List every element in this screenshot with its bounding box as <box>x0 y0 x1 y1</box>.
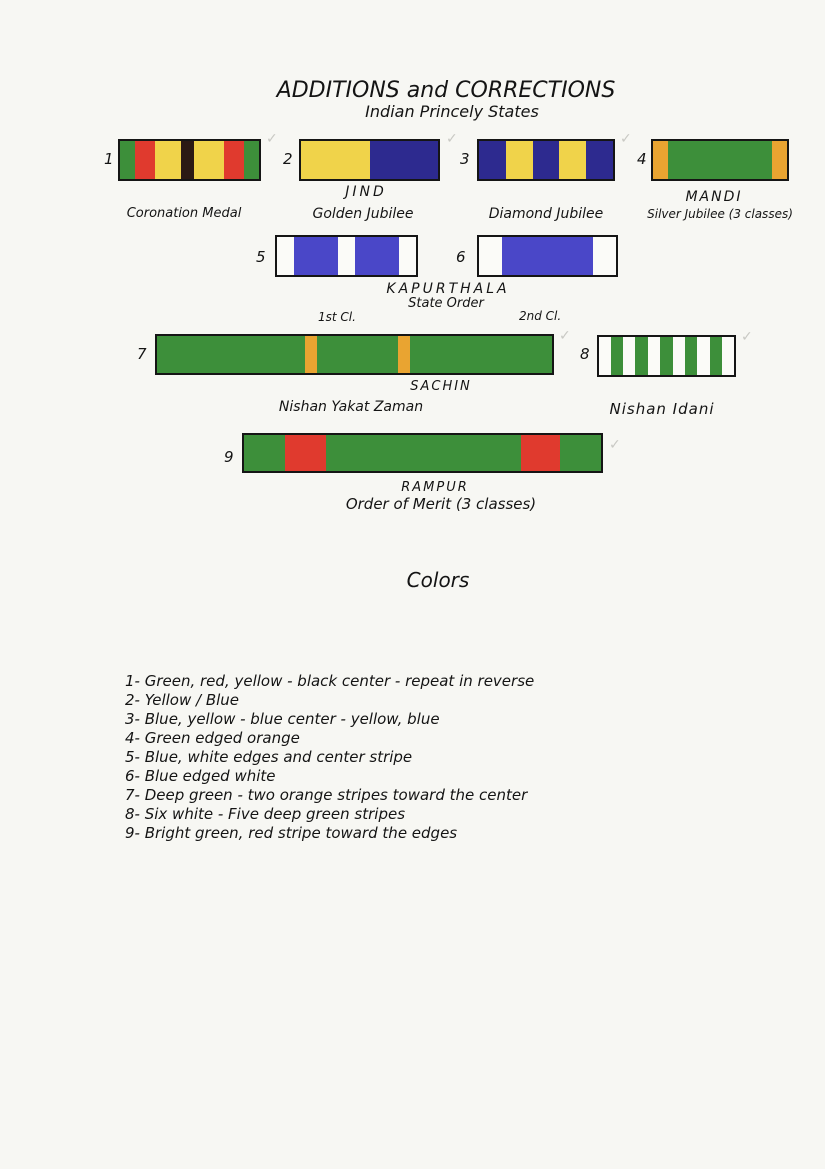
ribbon-stripe-green <box>659 337 674 375</box>
ribbon-stripe-white <box>721 337 734 375</box>
ribbon-number-8: 8 <box>580 345 590 363</box>
ribbon-6 <box>477 235 618 277</box>
ribbon-number-9: 9 <box>224 448 234 466</box>
color-note-4: 4- Green edged orange <box>125 729 300 747</box>
ribbon-stripe-white <box>673 337 686 375</box>
ribbon-stripe-blue <box>354 237 400 275</box>
color-note-1: 1- Green, red, yellow - black center - r… <box>125 672 535 690</box>
check-mark-icon: ✓ <box>446 131 458 147</box>
colors-heading: Colors <box>406 568 470 592</box>
ribbon-stripe-green <box>635 337 648 375</box>
ribbon-stripe-green <box>667 141 773 179</box>
class-label-second: 2nd Cl. <box>519 309 562 323</box>
ribbon-stripe-navy <box>479 141 506 179</box>
ribbon-stripe-green <box>120 141 136 179</box>
ribbon-stripe-green <box>685 337 698 375</box>
check-mark-icon: ✓ <box>620 131 632 147</box>
ribbon-caption-1: Coronation Medal <box>126 206 242 221</box>
class-label-first: 1st Cl. <box>318 310 356 324</box>
ribbon-stripe-yellow <box>559 141 587 179</box>
color-notes-list: 1- Green, red, yellow - black center - r… <box>125 672 534 843</box>
ribbon-stripe-yellow <box>193 141 225 179</box>
ribbon-stripe-green <box>316 336 398 373</box>
state-label-jind: JIND <box>345 184 387 200</box>
ribbon-stripe-navy <box>369 141 438 179</box>
ribbon-stripe-blue <box>293 237 339 275</box>
check-mark-icon: ✓ <box>609 437 621 453</box>
ribbon-stripe-orange <box>305 336 317 373</box>
state-label-kapurthala: KAPURTHALA <box>386 281 510 297</box>
color-note-5: 5- Blue, white edges and center stripe <box>125 748 413 766</box>
ribbon-stripe-yellow <box>301 141 370 179</box>
ribbon-stripe-green <box>559 435 601 471</box>
ribbon-number-5: 5 <box>256 248 266 266</box>
state-label-sachin: SACHIN <box>410 379 472 394</box>
ribbon-stripe-green <box>243 141 259 179</box>
ribbon-stripe-white <box>697 337 710 375</box>
ribbon-stripe-yellow <box>154 141 181 179</box>
ribbon-stripe-navy <box>586 141 613 179</box>
ribbon-stripe-red <box>285 435 327 471</box>
ribbon-number-7: 7 <box>137 345 147 363</box>
check-mark-icon: ✓ <box>741 329 753 345</box>
color-note-7: 7- Deep green - two orange stripes towar… <box>125 786 528 804</box>
ribbon-number-6: 6 <box>456 248 466 266</box>
color-note-3: 3- Blue, yellow - blue center - yellow, … <box>125 710 440 728</box>
ribbon-stripe-red <box>520 435 560 471</box>
ribbon-stripe-green <box>709 337 722 375</box>
ribbon-stripe-green <box>244 435 286 471</box>
ribbon-stripe-white <box>599 337 612 375</box>
ribbon-caption-3: Diamond Jubilee <box>488 206 604 222</box>
ribbon-5 <box>275 235 418 277</box>
ribbon-stripe-white <box>647 337 660 375</box>
state-label-mandi: MANDI <box>685 189 743 205</box>
ribbon-caption-4: Silver Jubilee (3 classes) <box>647 207 793 221</box>
ribbon-stripe-orange <box>653 141 668 179</box>
ribbon-stripe-navy <box>532 141 560 179</box>
ribbon-number-2: 2 <box>283 150 293 168</box>
ribbon-stripe-black <box>180 141 194 179</box>
ribbon-stripe-blue <box>502 237 593 275</box>
ribbon-stripe-white <box>338 237 355 275</box>
color-note-9: 9- Bright green, red stripe toward the e… <box>125 824 458 842</box>
ribbon-stripe-green <box>409 336 552 373</box>
ribbon-caption-2: Golden Jubilee <box>312 206 414 222</box>
page-title: ADDITIONS and CORRECTIONS <box>276 78 616 103</box>
check-mark-icon: ✓ <box>559 328 571 344</box>
ribbon-stripe-white <box>277 237 294 275</box>
ribbon-8 <box>597 335 736 377</box>
ribbon-9 <box>242 433 603 473</box>
ribbon-2 <box>299 139 440 181</box>
ribbon-stripe-orange <box>772 141 787 179</box>
ribbon-1 <box>118 139 261 181</box>
ribbon-stripe-green <box>611 337 624 375</box>
color-note-2: 2- Yellow / Blue <box>125 691 240 709</box>
ribbon-stripe-red <box>135 141 155 179</box>
ribbon-stripe-white <box>592 237 616 275</box>
ribbon-stripe-green <box>157 336 306 373</box>
ribbon-stripe-green <box>326 435 521 471</box>
ribbon-number-3: 3 <box>460 150 470 168</box>
page-subtitle: Indian Princely States <box>365 102 539 121</box>
ribbon-stripe-yellow <box>505 141 533 179</box>
state-order-rampur: Order of Merit (3 classes) <box>345 495 537 513</box>
ribbon-number-1: 1 <box>104 150 114 168</box>
ribbon-stripe-orange <box>397 336 410 373</box>
ribbon-stripe-red <box>224 141 244 179</box>
color-note-8: 8- Six white - Five deep green stripes <box>125 805 406 823</box>
ribbon-caption-7: Nishan Yakat Zaman <box>278 399 424 415</box>
ribbon-7 <box>155 334 554 375</box>
ribbon-stripe-white <box>399 237 416 275</box>
color-note-6: 6- Blue edged white <box>125 767 276 785</box>
state-order-kapurthala: State Order <box>408 296 484 311</box>
ribbon-caption-8: Nishan Idani <box>609 400 715 418</box>
ribbon-stripe-white <box>479 237 503 275</box>
check-mark-icon: ✓ <box>266 131 278 147</box>
ribbon-number-4: 4 <box>637 150 647 168</box>
ribbon-4 <box>651 139 789 181</box>
ribbon-stripe-white <box>623 337 636 375</box>
state-label-rampur: RAMPUR <box>401 480 469 495</box>
ribbon-3 <box>477 139 615 181</box>
